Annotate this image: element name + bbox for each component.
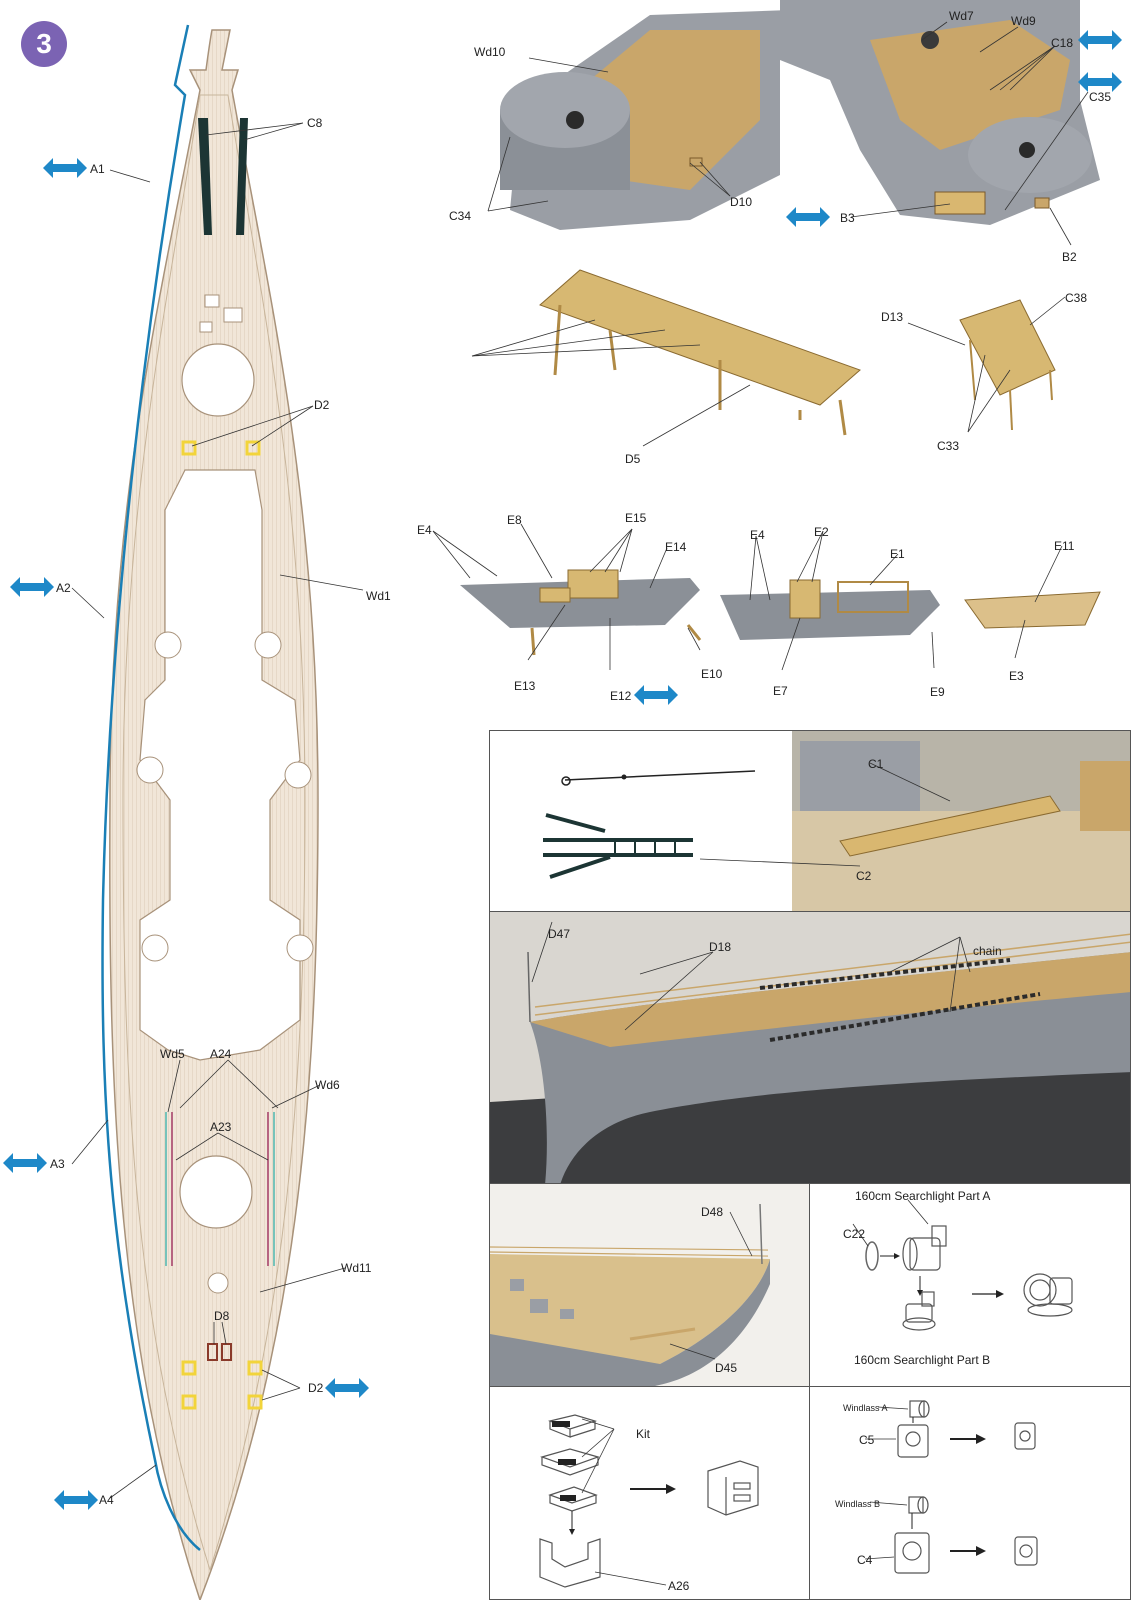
label-e4-right: E4 <box>750 528 765 542</box>
deck-cutout-main <box>139 469 301 1061</box>
label-c34: C34 <box>449 209 472 223</box>
label-e9: E9 <box>930 685 945 699</box>
label-c35: C35 <box>1089 90 1112 104</box>
label-a3: A3 <box>50 1157 65 1171</box>
label-e10: E10 <box>701 667 723 681</box>
label-d5: D5 <box>625 452 641 466</box>
label-a24: A24 <box>210 1047 232 1061</box>
searchlight-panel: 160cm Searchlight Part A C22 160cm Searc… <box>809 1183 1131 1387</box>
label-c2: C2 <box>856 869 872 883</box>
boat-photos <box>432 523 1101 705</box>
label-c8: C8 <box>307 116 323 130</box>
label-windlass-b: Windlass B <box>835 1499 881 1509</box>
label-d47: D47 <box>548 927 571 941</box>
label-a26: A26 <box>668 1579 690 1593</box>
stern-photo <box>490 1184 809 1386</box>
label-wd1: Wd1 <box>366 589 391 603</box>
label-c5: C5 <box>859 1433 875 1447</box>
searchlight-diagram <box>852 1199 1073 1331</box>
label-d2-top: D2 <box>314 398 330 412</box>
label-d45: D45 <box>715 1361 738 1375</box>
label-c1: C1 <box>868 757 884 771</box>
label-c33: C33 <box>937 439 960 453</box>
label-e11: E11 <box>1054 539 1075 553</box>
label-chain: chain <box>973 944 1002 958</box>
c8-part-right <box>236 118 248 235</box>
deck-edge-strip <box>101 24 201 1551</box>
label-c4: C4 <box>857 1553 873 1567</box>
label-c18: C18 <box>1051 36 1074 50</box>
label-wd6: Wd6 <box>315 1078 340 1092</box>
label-wd11: Wd11 <box>341 1261 372 1275</box>
barbette-aft <box>179 1155 253 1229</box>
label-e7: E7 <box>773 684 788 698</box>
label-wd5: Wd5 <box>160 1047 185 1061</box>
label-a23: A23 <box>210 1120 232 1134</box>
label-e1: E1 <box>890 547 905 561</box>
label-d13: D13 <box>881 310 904 324</box>
label-wd10: Wd10 <box>474 45 506 59</box>
label-e2: E2 <box>814 525 829 539</box>
label-a4: A4 <box>99 1493 114 1507</box>
label-a2: A2 <box>56 581 71 595</box>
kit-panel: Kit A26 <box>489 1386 810 1600</box>
bow-photo <box>490 912 1130 1183</box>
label-wd9: Wd9 <box>1011 14 1036 28</box>
label-e15: E15 <box>625 511 647 525</box>
step-number-badge: 3 <box>21 21 67 67</box>
ladder-panel: C1 C2 <box>489 730 1131 912</box>
label-d2-bottom: D2 <box>308 1381 324 1395</box>
move-arrows <box>3 158 369 1510</box>
label-c22: C22 <box>843 1227 866 1241</box>
label-wd7: Wd7 <box>949 9 974 23</box>
label-b2: B2 <box>1062 250 1077 264</box>
windlass-panel: Windlass A C5 Windlass B C4 <box>809 1386 1131 1600</box>
label-b3: B3 <box>840 211 855 225</box>
kit-assembly-diagram <box>539 1414 759 1588</box>
ladder-diagram <box>490 731 1130 911</box>
deck-plan-drawing <box>3 24 369 1600</box>
label-e8: E8 <box>507 513 522 527</box>
label-e4-left: E4 <box>417 523 432 537</box>
label-e13: E13 <box>514 679 536 693</box>
stern-photo-panel: D48 D45 <box>489 1183 810 1387</box>
c8-part-left <box>198 118 212 235</box>
label-d8: D8 <box>214 1309 230 1323</box>
turret-photos <box>430 0 1130 247</box>
label-e3: E3 <box>1009 669 1024 683</box>
label-d48: D48 <box>701 1205 724 1219</box>
barbette-forward <box>181 343 255 417</box>
label-e14: E14 <box>665 540 687 554</box>
label-a1: A1 <box>90 162 105 176</box>
label-c38: C38 <box>1065 291 1088 305</box>
label-kit: Kit <box>636 1427 651 1441</box>
label-d10: D10 <box>730 195 753 209</box>
bow-photo-panel: D47 D18 chain <box>489 911 1131 1184</box>
label-d18: D18 <box>709 940 732 954</box>
label-searchlight-part-b: 160cm Searchlight Part B <box>854 1353 991 1367</box>
platform-photos <box>471 269 1066 447</box>
label-searchlight-part-a: 160cm Searchlight Part A <box>855 1189 991 1203</box>
label-e12: E12 <box>610 689 632 703</box>
label-windlass-a: Windlass A <box>843 1403 888 1413</box>
windlass-diagram <box>864 1400 1038 1574</box>
